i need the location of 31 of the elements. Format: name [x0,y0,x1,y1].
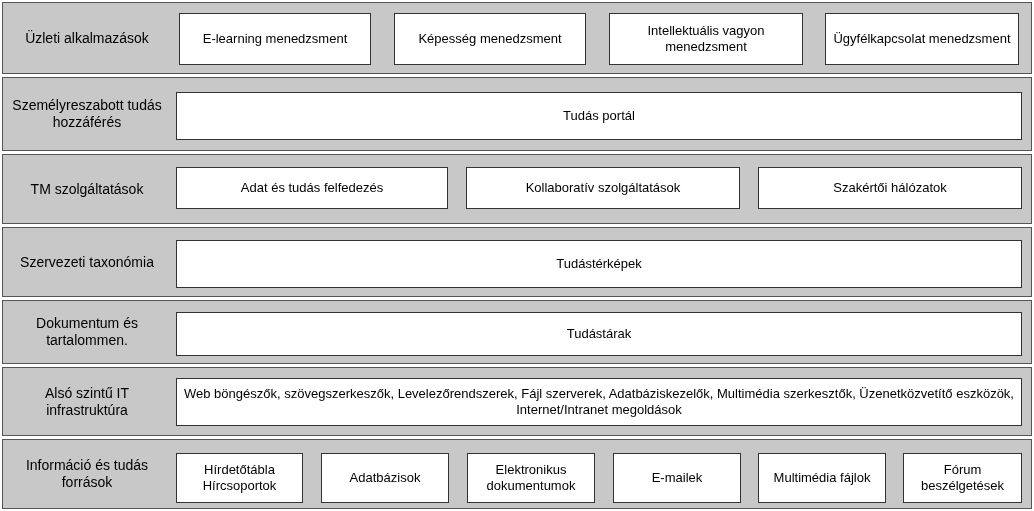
layer-label: Információ és tudás források [24,456,150,492]
layer-label: Dokumentum és tartalommen. [35,314,139,350]
component-box: Fórum beszélgetések [903,453,1022,503]
component-box: Ügyfélkapcsolat menedzsment [825,13,1019,65]
component-box: Kollaboratív szolgáltatások [466,167,740,209]
layer-band [2,227,1032,297]
component-box: Tudás portál [176,92,1022,140]
layer-label: TM szolgáltatások [29,179,145,199]
layer-label: Alsó szintű IT infrastruktúra [44,383,130,420]
layer-label: Személyreszabott tudás hozzáférés [11,96,163,132]
component-box: Web böngészők, szövegszerkeszők, Levelezőrendszerek, Fájl szerverek, Adatbáziskezelők, Multimédia szerkesztők, Üzenetközvetítő eszközök, Internet/Intranet megoldások [176,378,1022,426]
component-box: Adatbázisok [321,453,449,503]
layer-band [2,300,1032,364]
component-box: Intellektuális vagyon menedzsment [609,13,803,65]
component-box: Hírdetőtábla Hírcsoportok [176,453,303,503]
component-box: E-learning menedzsment [179,13,371,65]
component-box: E-mailek [613,453,741,503]
component-box: Multimédia fájlok [758,453,886,503]
component-box: Szakértői hálózatok [758,167,1022,209]
layer-band [2,154,1032,224]
component-box: Tudástárak [176,312,1022,356]
component-box: Elektronikus dokumentumok [467,453,595,503]
component-box: Képesség menedzsment [394,13,586,65]
layer-band [2,367,1032,436]
layer-band [2,77,1032,151]
layer-band [2,439,1032,509]
layer-band [2,2,1032,74]
component-box: Adat és tudás felfedezés [176,167,448,209]
layer-label: Üzleti alkalmazások [24,28,150,48]
component-box: Tudástérképek [176,240,1022,288]
layer-label: Szervezeti taxonómia [19,252,155,272]
